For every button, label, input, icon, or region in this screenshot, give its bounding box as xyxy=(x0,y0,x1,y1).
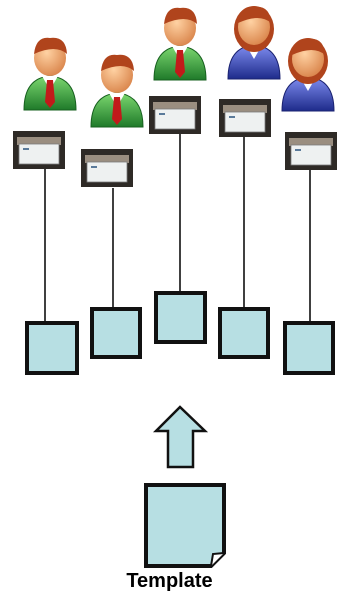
template-label: Template xyxy=(126,570,213,592)
instance-box-4 xyxy=(218,307,270,359)
printer-tray-image xyxy=(81,149,133,187)
users-layer xyxy=(13,6,337,187)
user-5 xyxy=(281,38,337,170)
instance-boxes xyxy=(25,291,335,375)
up-arrow-icon xyxy=(152,405,209,469)
user-2 xyxy=(81,54,144,187)
instance-box-3 xyxy=(154,291,207,344)
male-user-icon xyxy=(23,37,77,111)
printer-tray-image xyxy=(13,131,65,169)
user-4 xyxy=(219,6,281,137)
male-user-icon xyxy=(90,54,144,128)
instance-box-2 xyxy=(90,307,142,359)
male-user-icon xyxy=(153,7,207,81)
template-document-icon xyxy=(144,483,226,568)
female-user-icon xyxy=(281,38,335,112)
user-3 xyxy=(149,7,207,134)
printer-tray-image xyxy=(285,132,337,170)
printer-tray-image xyxy=(149,96,201,134)
user-1 xyxy=(13,37,77,169)
female-user-icon xyxy=(227,6,281,80)
connector-lines xyxy=(44,132,311,322)
instance-box-1 xyxy=(25,321,79,375)
printer-tray-image xyxy=(219,99,271,137)
instance-box-5 xyxy=(283,321,335,375)
